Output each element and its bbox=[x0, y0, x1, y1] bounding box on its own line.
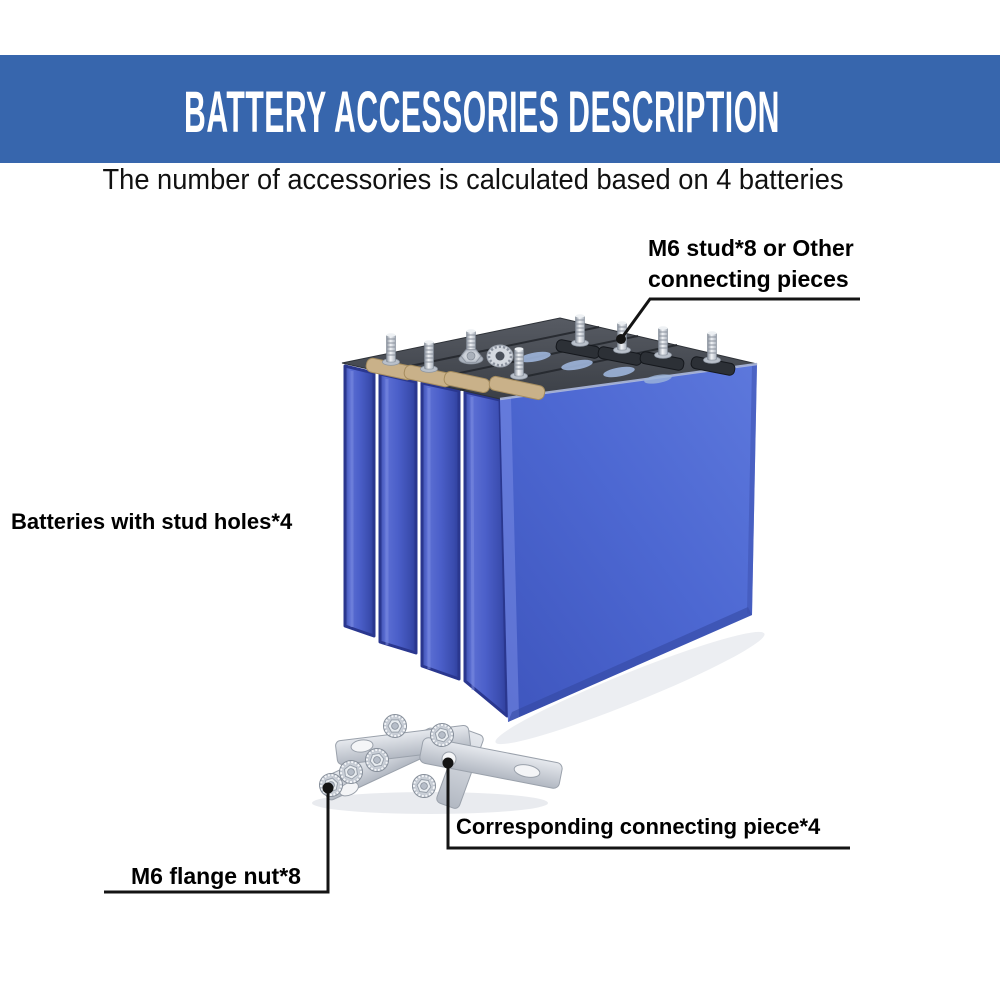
battery-cells-photo bbox=[341, 313, 758, 722]
title-banner: BATTERY ACCESSORIES DESCRIPTION bbox=[0, 55, 1000, 163]
battery-cell-edge bbox=[343, 364, 376, 638]
battery-bottom-shade bbox=[508, 607, 752, 722]
leader-line-connecting-piece bbox=[446, 764, 850, 850]
busbar-hole bbox=[339, 781, 359, 797]
callout-batteries-label: Batteries with stud holes*4 bbox=[11, 509, 293, 534]
busbar-hole bbox=[350, 739, 374, 753]
battery-corner-highlight bbox=[500, 398, 519, 722]
battery-right-edge-shade bbox=[747, 364, 757, 615]
front-terminal-pads bbox=[365, 357, 546, 401]
battery-cell-edge bbox=[463, 390, 509, 718]
battery-cell-edge bbox=[420, 381, 461, 681]
subtitle-text: The number of accessories is calculated … bbox=[102, 164, 844, 196]
battery-cell-edges bbox=[343, 364, 509, 718]
battery-cell-edge bbox=[378, 372, 418, 655]
callout-stud-line2: connecting pieces bbox=[648, 266, 849, 292]
callout-flange-nut-label: M6 flange nut*8 bbox=[131, 863, 301, 889]
leader-lines bbox=[104, 297, 860, 894]
battery-shadow bbox=[495, 631, 765, 745]
busbar-shadow bbox=[312, 792, 548, 814]
top-vent-holes bbox=[519, 351, 672, 384]
hex-flange-nut bbox=[458, 349, 484, 365]
callout-stud-line1: M6 stud*8 or Other bbox=[648, 235, 854, 261]
leader-dot-stud bbox=[616, 334, 626, 344]
serrated-lock-washer bbox=[486, 344, 514, 368]
leader-dot-connecting-piece bbox=[442, 757, 454, 769]
callout-connecting-piece-label: Corresponding connecting piece*4 bbox=[456, 814, 821, 839]
cell-edge-highlights bbox=[350, 371, 475, 691]
busbar-slot bbox=[513, 764, 541, 778]
leader-line-stud bbox=[619, 297, 860, 340]
leader-line-flange-nut bbox=[104, 789, 330, 894]
leader-dot-flange-nut bbox=[322, 782, 334, 794]
callout-stud-label: M6 stud*8 or Other connecting pieces bbox=[648, 233, 854, 295]
leader-dots bbox=[322, 334, 626, 794]
page-title: BATTERY ACCESSORIES DESCRIPTION bbox=[184, 79, 780, 145]
